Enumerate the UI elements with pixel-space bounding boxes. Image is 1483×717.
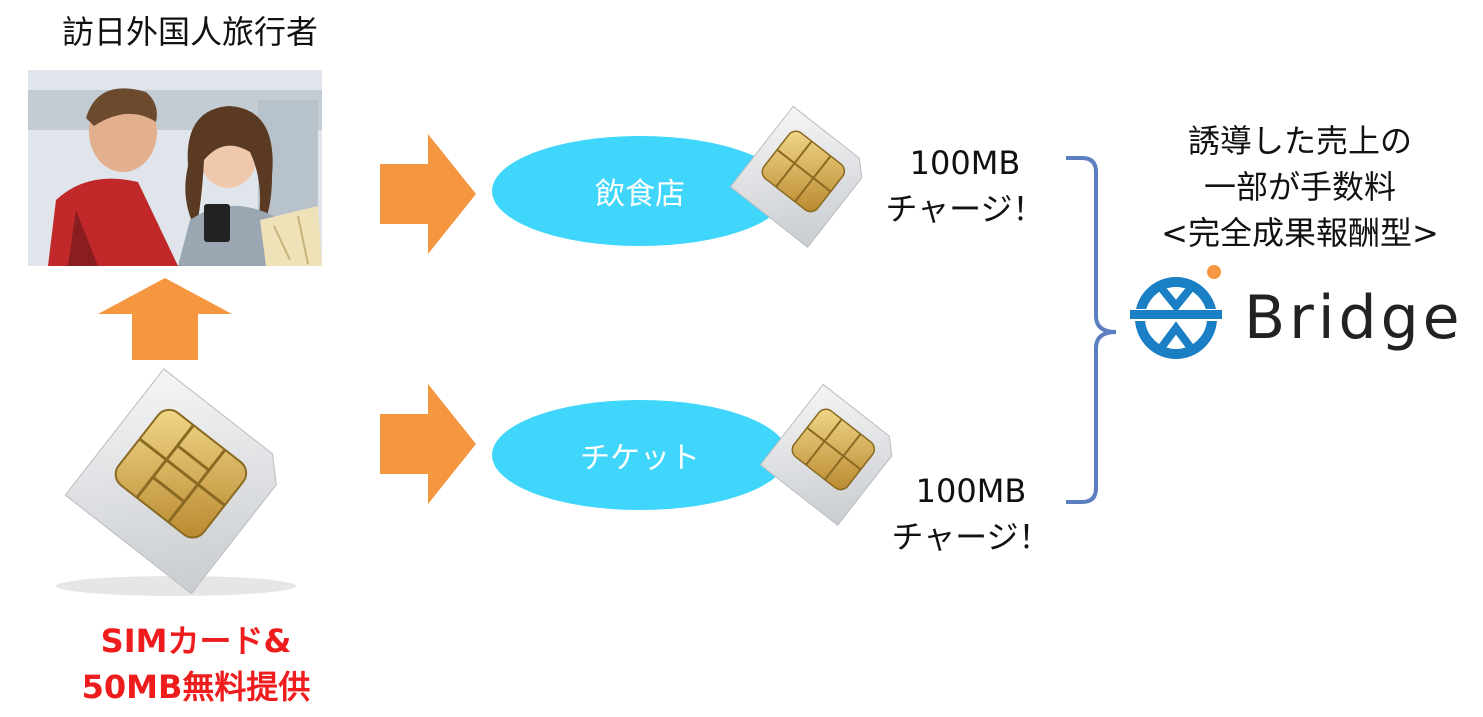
arrow-up-icon: [98, 278, 232, 360]
commission-line1: 誘導した売上の: [1187, 122, 1412, 160]
partner-restaurant-label: 飲食店: [595, 177, 685, 212]
title-visitors: 訪日外国人旅行者: [62, 13, 319, 51]
charge-amount: 100MB: [909, 144, 1021, 182]
bridge-logo-icon: [1130, 265, 1222, 359]
tourists-photo: [28, 70, 322, 266]
charge-amount: 100MB: [915, 472, 1027, 510]
sim-offer-line1: SIMカード&: [100, 622, 292, 660]
charge-label: チャージ！: [891, 518, 1051, 556]
arrow-right-icon: [380, 384, 476, 504]
sim-card-icon: [759, 383, 893, 526]
brace-connector: [1066, 156, 1117, 504]
sim-offer-line2: 50MB無料提供: [81, 668, 311, 706]
commission-note: 誘導した売上の 一部が手数料 <完全成果報酬型>: [1120, 118, 1480, 256]
sim-card-icon: [56, 368, 296, 596]
partner-ticket: チケット: [492, 400, 788, 510]
sim-offer-caption: SIMカード& 50MB無料提供: [36, 618, 356, 710]
commission-line3: <完全成果報酬型>: [1161, 214, 1439, 252]
partner-ticket-label: チケット: [580, 441, 700, 476]
brand-name: Bridge: [1244, 283, 1464, 353]
charge-label: チャージ！: [885, 190, 1045, 228]
sim-card-icon: [729, 105, 863, 248]
charge-text-ticket: 100MB チャージ！: [866, 468, 1076, 560]
charge-text-restaurant: 100MB チャージ！: [860, 140, 1070, 232]
arrow-right-icon: [380, 134, 476, 254]
commission-line2: 一部が手数料: [1203, 168, 1396, 206]
